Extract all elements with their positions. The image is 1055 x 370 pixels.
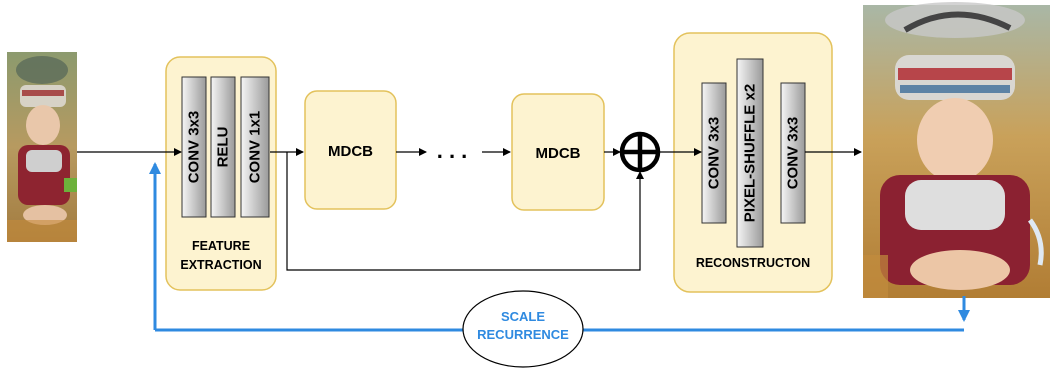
feature_extraction-layer-label-3: CONV 1x1	[247, 111, 264, 184]
main-flow-connectors	[77, 148, 862, 271]
reconstruction-layers: CONV 3x3 PIXEL-SHUFFLE x2 CONV 3x3	[701, 58, 806, 248]
reconstruction-label: RECONSTRUCTON	[696, 256, 810, 270]
scale-recurrence-label-line1: SCALE	[501, 309, 545, 324]
feature-extraction-layers: CONV 3x3 RELU CONV 1x1	[181, 76, 270, 218]
ellipsis-dots: . . .	[437, 138, 468, 163]
scale-recurrence-node: SCALE RECURRENCE	[462, 290, 584, 368]
circle-plus-icon	[619, 131, 661, 173]
mdcb-block-last: MDCB	[511, 93, 605, 211]
feature_extraction-layer-2: RELU	[210, 76, 236, 218]
output-image	[863, 2, 1050, 298]
mdcb-last-label: MDCB	[536, 145, 581, 162]
feature_extraction-layer-1: CONV 3x3	[181, 76, 207, 218]
reconstruction-layer-label-3: CONV 3x3	[785, 117, 802, 190]
skip-connection-line	[286, 152, 644, 271]
mdcb-first-label: MDCB	[328, 143, 373, 160]
feature_extraction-layer-3: CONV 1x1	[240, 76, 270, 218]
reconstruction-layer-label-1: CONV 3x3	[706, 117, 723, 190]
high-resolution-portrait-image	[863, 2, 1044, 298]
reconstruction-layer-3: CONV 3x3	[780, 82, 806, 224]
feature-extraction-label-line1: FEATURE	[192, 239, 250, 253]
feature-extraction-label-line2: EXTRACTION	[180, 258, 261, 272]
mdcb-block-first: MDCB	[304, 90, 397, 210]
feature_extraction-layer-label-1: CONV 3x3	[186, 111, 203, 184]
reconstruction-layer-2: PIXEL-SHUFFLE x2	[736, 58, 764, 248]
low-resolution-portrait-image	[7, 56, 77, 242]
reconstruction-layer-1: CONV 3x3	[701, 82, 727, 224]
scale-recurrence-label-line2: RECURRENCE	[477, 327, 569, 342]
reconstruction-layer-label-2: PIXEL-SHUFFLE x2	[742, 84, 759, 222]
input-image	[7, 52, 77, 242]
feature_extraction-layer-label-2: RELU	[215, 127, 232, 168]
